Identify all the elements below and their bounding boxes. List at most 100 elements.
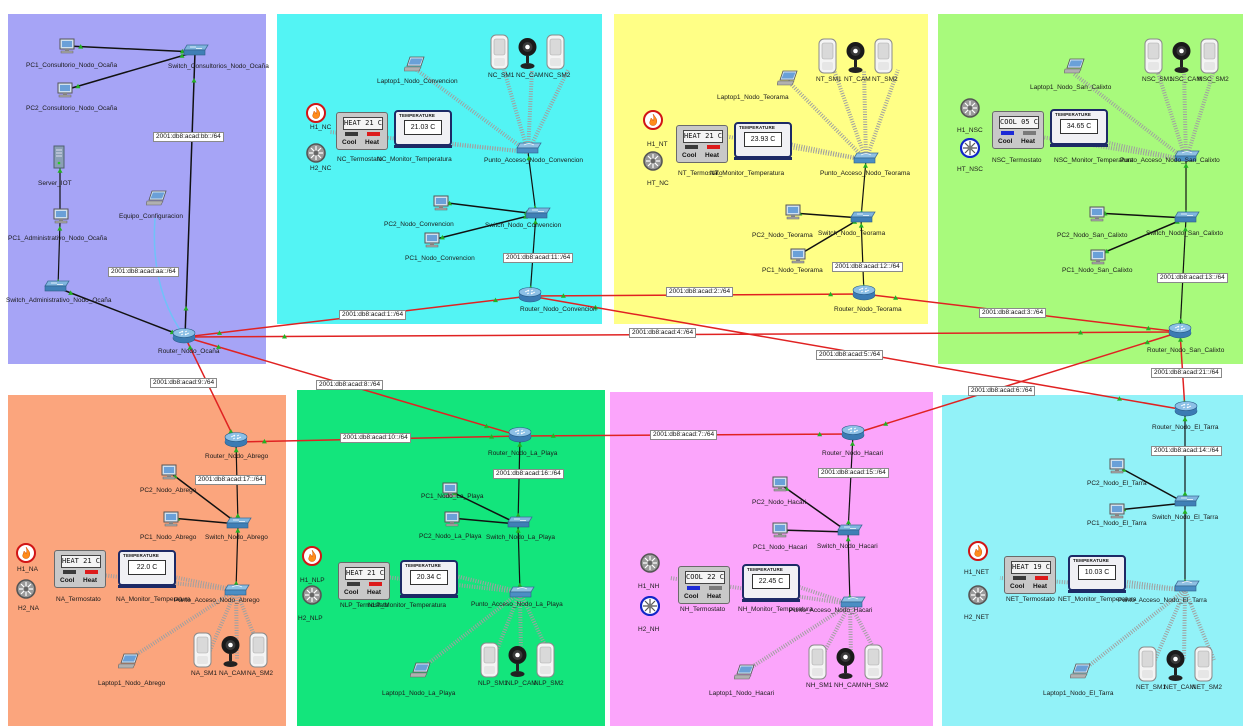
nt-cam[interactable] xyxy=(846,38,865,74)
nsc-h2[interactable] xyxy=(960,138,980,158)
net-sm2[interactable] xyxy=(1194,646,1213,682)
nsc-ap[interactable] xyxy=(1174,150,1200,162)
nt-switch[interactable] xyxy=(850,211,876,223)
nlp-cam[interactable] xyxy=(508,642,527,678)
nt-h1[interactable] xyxy=(643,110,663,130)
nsc-switch[interactable] xyxy=(1174,211,1200,223)
nc-pc1[interactable] xyxy=(423,232,441,248)
nsc-sm2[interactable] xyxy=(1200,38,1219,74)
nlp-router[interactable] xyxy=(508,427,532,443)
net-h2[interactable] xyxy=(968,585,988,605)
nh-h2[interactable] xyxy=(640,596,660,616)
net-router[interactable] xyxy=(1174,401,1198,417)
pc1-consultorio[interactable] xyxy=(58,38,76,54)
nsc-router[interactable] xyxy=(1168,323,1192,339)
pc2-consultorio[interactable] xyxy=(56,82,74,98)
nsc-h1[interactable] xyxy=(960,98,980,118)
router-ocana[interactable] xyxy=(172,328,196,344)
na-h2[interactable] xyxy=(16,579,36,599)
nh-sm1[interactable] xyxy=(808,644,827,680)
na-cam[interactable] xyxy=(221,632,240,668)
nt-pc1[interactable] xyxy=(789,248,807,264)
nc-ap[interactable] xyxy=(516,142,542,154)
na-h1[interactable] xyxy=(16,543,36,563)
nc-cam[interactable] xyxy=(518,34,537,70)
nc-sm1[interactable] xyxy=(490,34,509,70)
nh-laptop[interactable] xyxy=(734,664,756,680)
nt-h2[interactable] xyxy=(643,151,663,171)
na-pc2[interactable] xyxy=(160,464,178,480)
nt-sm2[interactable] xyxy=(874,38,893,74)
pc1-administrativo[interactable] xyxy=(52,208,70,224)
nh-router[interactable] xyxy=(841,425,865,441)
net-laptop[interactable] xyxy=(1070,663,1092,679)
nc-laptop[interactable] xyxy=(404,56,426,72)
na-sm2[interactable] xyxy=(249,632,268,668)
net-pc2[interactable] xyxy=(1108,458,1126,474)
nlp-ap[interactable] xyxy=(509,586,535,598)
nt-router[interactable] xyxy=(852,285,876,301)
nlp-h2[interactable] xyxy=(302,585,322,605)
nc-h2[interactable] xyxy=(306,143,326,163)
nh-pc2[interactable] xyxy=(771,476,789,492)
switch-administrativo[interactable] xyxy=(44,280,70,292)
nlp-pc1[interactable] xyxy=(441,482,459,498)
nc-router[interactable] xyxy=(518,287,542,303)
nsc-sm1[interactable] xyxy=(1144,38,1163,74)
nlp-switch[interactable] xyxy=(507,516,533,528)
nt-laptop[interactable] xyxy=(777,70,799,86)
net-switch[interactable] xyxy=(1174,495,1200,507)
net-h1[interactable] xyxy=(968,541,988,561)
na-ap[interactable] xyxy=(224,584,250,596)
nsc-cam[interactable] xyxy=(1172,38,1191,74)
server-iot[interactable] xyxy=(52,145,66,169)
net-sm1[interactable] xyxy=(1138,646,1157,682)
na-pc1[interactable] xyxy=(162,511,180,527)
nsc-pc2[interactable] xyxy=(1088,206,1106,222)
net-cam[interactable] xyxy=(1166,646,1185,682)
nlp-laptop[interactable] xyxy=(410,662,432,678)
na-switch[interactable] xyxy=(226,517,252,529)
nlp-sm1[interactable] xyxy=(480,642,499,678)
nc-h1[interactable] xyxy=(306,103,326,123)
na-laptop[interactable] xyxy=(118,653,140,669)
nsc-pc1[interactable] xyxy=(1089,249,1107,265)
na-sm1[interactable] xyxy=(193,632,212,668)
nc-sm2[interactable] xyxy=(546,34,565,70)
na-router[interactable] xyxy=(224,432,248,448)
nh-sm2[interactable] xyxy=(864,644,883,680)
nh-cam[interactable] xyxy=(836,644,855,680)
nt-sm1[interactable] xyxy=(818,38,837,74)
nc-switch[interactable] xyxy=(525,207,551,219)
switch-consultorios[interactable] xyxy=(183,44,209,56)
nlp-pc2[interactable] xyxy=(443,511,461,527)
nc-pc2[interactable] xyxy=(432,195,450,211)
nh-switch[interactable] xyxy=(837,524,863,536)
nlp-sm2[interactable] xyxy=(536,642,555,678)
nh-pc1[interactable] xyxy=(771,522,789,538)
net-ap[interactable] xyxy=(1174,580,1200,592)
nlp-h1[interactable] xyxy=(302,546,322,566)
nsc-laptop[interactable] xyxy=(1064,58,1086,74)
nt-ap[interactable] xyxy=(853,152,879,164)
nh-ap[interactable] xyxy=(840,596,866,608)
net-pc1[interactable] xyxy=(1108,503,1126,519)
equipo-configuracion[interactable] xyxy=(146,190,168,206)
nt-pc2[interactable] xyxy=(784,204,802,220)
nh-h1[interactable] xyxy=(640,553,660,573)
